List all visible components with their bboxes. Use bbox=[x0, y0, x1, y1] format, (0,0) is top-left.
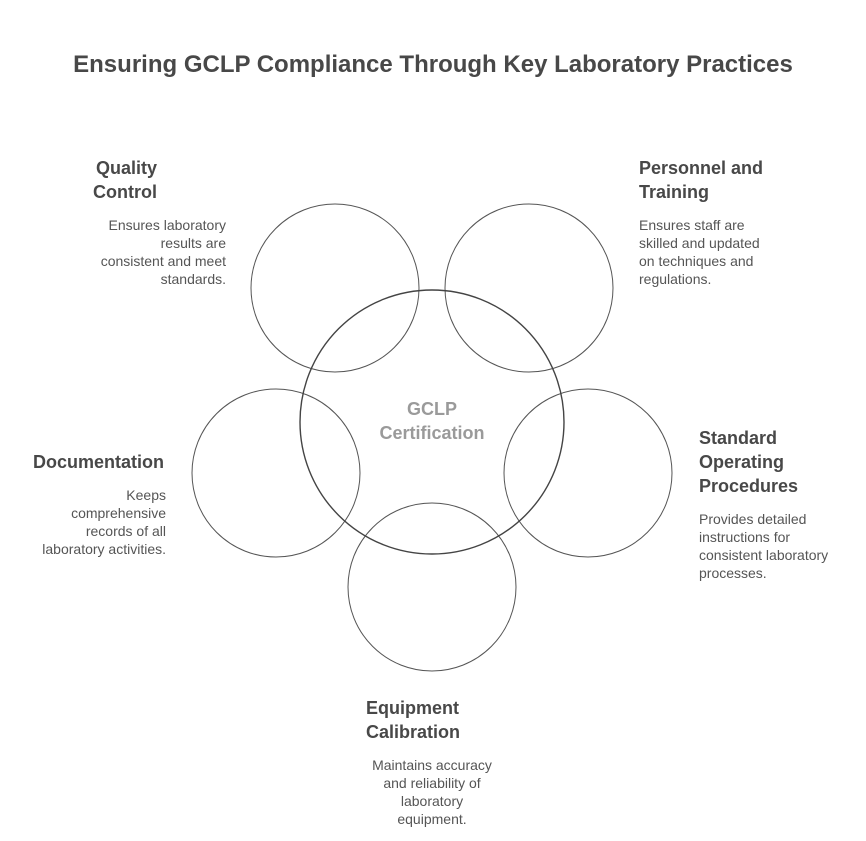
practice-heading: Equipment Calibration bbox=[366, 698, 461, 742]
center-label-line2: Certification bbox=[379, 423, 485, 443]
practice-equipment-calibration: Equipment Calibration Maintains accuracy… bbox=[366, 696, 498, 828]
practice-description: Provides detailed instructions for consi… bbox=[699, 511, 829, 581]
center-label: GCLP Certification bbox=[332, 397, 532, 445]
practice-heading: Quality Control bbox=[93, 158, 158, 202]
practice-documentation: Documentation Keeps comprehensive record… bbox=[20, 450, 166, 558]
practice-description: Keeps comprehensive records of all labor… bbox=[42, 487, 166, 557]
practice-quality-control: Quality Control Ensures laboratory resul… bbox=[60, 156, 226, 288]
center-label-line1: GCLP bbox=[406, 399, 457, 419]
circle-standard-operating-procedures bbox=[503, 388, 673, 558]
circle-gclp-certification bbox=[299, 289, 565, 555]
circle-personnel-training bbox=[444, 203, 614, 373]
practice-heading: Personnel and Training bbox=[639, 158, 764, 202]
diagram-title: Ensuring GCLP Compliance Through Key Lab… bbox=[73, 51, 793, 78]
practice-standard-operating-procedures: Standard Operating Procedures Provides d… bbox=[699, 426, 864, 582]
practice-description: Maintains accuracy and reliability of la… bbox=[372, 757, 492, 827]
circle-equipment-calibration bbox=[347, 502, 517, 672]
circle-quality-control bbox=[250, 203, 420, 373]
practice-description: Ensures staff are skilled and updated on… bbox=[639, 217, 760, 287]
practice-description: Ensures laboratory results are consisten… bbox=[100, 217, 226, 287]
practice-personnel-training: Personnel and Training Ensures staff are… bbox=[639, 156, 839, 288]
circle-documentation bbox=[191, 388, 361, 558]
practice-heading: Standard Operating Procedures bbox=[699, 428, 799, 496]
practice-heading: Documentation bbox=[33, 452, 165, 472]
